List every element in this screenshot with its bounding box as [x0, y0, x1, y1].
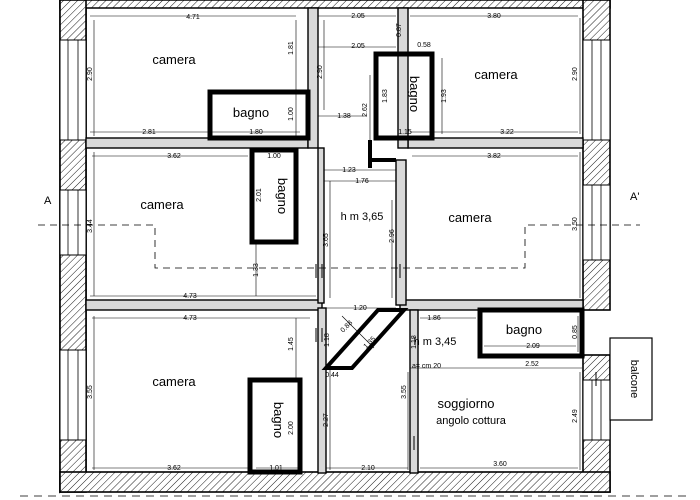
dim-text: 4.73: [183, 293, 197, 300]
section-line: A A': [38, 191, 640, 269]
dim-text: 2.05: [351, 43, 365, 50]
dim-text: 1.81: [288, 41, 295, 55]
dim-text: 2.96: [389, 229, 396, 243]
dim-text: 0.87: [396, 23, 403, 37]
room-soggiorno-sub: angolo cottura: [436, 415, 507, 427]
dim-text: 4.71: [186, 14, 200, 21]
balcony-label: balcone: [628, 360, 640, 399]
thickness-note: a= cm 20: [412, 363, 441, 370]
room-camera-mid-right: camera: [448, 210, 492, 225]
dim-text: 3.82: [487, 153, 501, 160]
dim-text: 3.44: [87, 219, 94, 233]
dim-text: 2.05: [351, 13, 365, 20]
dim-text: 2.81: [142, 129, 156, 136]
dim-text: 3.65: [323, 233, 330, 247]
dim-text: 3.55: [87, 385, 94, 399]
room-bagno-bottom-left: bagno: [271, 402, 286, 438]
room-camera-top-right: camera: [474, 67, 518, 82]
dim-text: 1.33: [253, 263, 260, 277]
height-top: h m 3,65: [341, 211, 384, 223]
dim-text: 1.45: [288, 337, 295, 351]
room-bagno-right: bagno: [506, 322, 542, 337]
dim-text: 1.80: [249, 129, 263, 136]
dim-text: 2.09: [526, 343, 540, 350]
dim-text: 2.90: [317, 65, 324, 79]
dim-text: 1.00: [288, 107, 295, 121]
room-camera-mid-left: camera: [140, 197, 184, 212]
balcony: balcone: [609, 337, 653, 421]
room-soggiorno: soggiorno: [437, 396, 494, 411]
dim-text: 4.73: [183, 315, 197, 322]
dim-text: 3.60: [493, 461, 507, 468]
dim-text: 2.90: [572, 67, 579, 81]
dim-text: 0.58: [417, 42, 431, 49]
dim-text: 1.83: [382, 89, 389, 103]
dim-text: 2.01: [256, 188, 263, 202]
dim-text: 0.88: [340, 320, 355, 335]
dim-text: 1.18: [324, 333, 331, 347]
interior-walls: [85, 7, 585, 475]
dim-text: 2.90: [87, 67, 94, 81]
dim-text: 3.22: [500, 129, 514, 136]
dim-text: 1.23: [342, 167, 356, 174]
section-label-right: A': [630, 191, 639, 203]
dim-text: 1.00: [267, 153, 281, 160]
dim-text: 3.62: [167, 465, 181, 472]
dim-text: 3.50: [572, 217, 579, 231]
dim-text: 3.62: [167, 153, 181, 160]
room-bagno-mid-left: bagno: [275, 178, 290, 214]
height-bottom: h m 3,45: [414, 336, 457, 348]
room-labels: camera bagno bagno camera camera bagno c…: [140, 52, 542, 438]
room-bagno-top-center: bagno: [407, 76, 422, 112]
dim-text: 1.86: [427, 315, 441, 322]
room-camera-bottom-left: camera: [152, 374, 196, 389]
dim-text: 2.49: [572, 409, 579, 423]
dim-text: 3.80: [487, 13, 501, 20]
room-camera-top-left: camera: [152, 52, 196, 67]
dim-text: 2.52: [525, 361, 539, 368]
dim-text: 1.15: [398, 129, 412, 136]
dim-text: 2.10: [361, 465, 375, 472]
dim-text: 1.20: [353, 305, 367, 312]
outer-walls: [59, 0, 611, 494]
dim-text: 0.44: [325, 372, 339, 379]
dim-text: 1.93: [441, 89, 448, 103]
dim-text: 1.18: [411, 335, 418, 349]
room-bagno-top-left: bagno: [233, 105, 269, 120]
dim-text: 2.62: [362, 103, 369, 117]
section-label-left: A: [44, 195, 52, 207]
dim-text: 0.85: [572, 325, 579, 339]
dim-text: 2.27: [323, 413, 330, 427]
dim-text: 2.00: [288, 421, 295, 435]
dim-text: 1.38: [337, 113, 351, 120]
dim-text: 1.01: [269, 465, 283, 472]
dim-text: 1.76: [355, 178, 369, 185]
dim-text: 3.55: [401, 385, 408, 399]
dimension-lines: [90, 15, 597, 470]
